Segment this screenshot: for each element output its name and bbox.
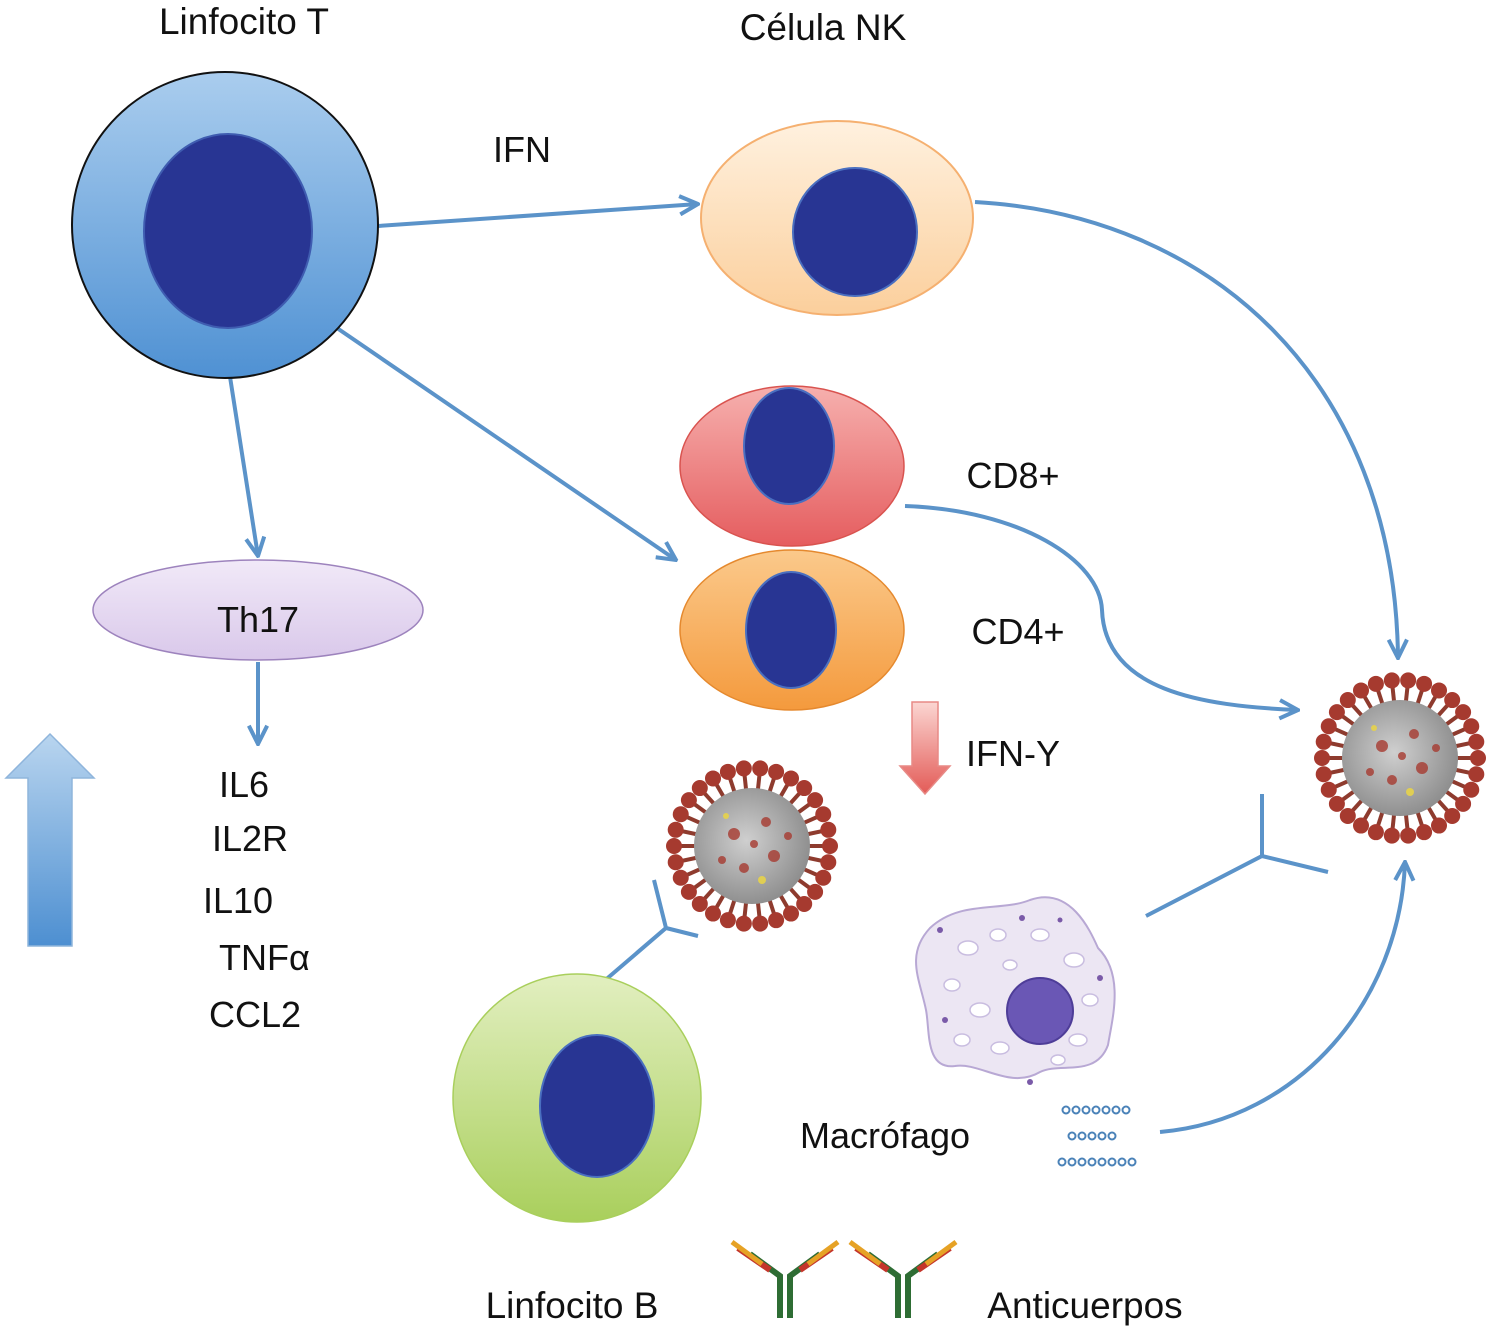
antibody-dot — [1087, 1131, 1097, 1141]
macrophage-nucleus — [1006, 977, 1074, 1045]
cytokine-il10: IL10 — [203, 880, 273, 921]
cd4-cell-nucleus — [745, 571, 837, 689]
up-arrow-icon — [4, 732, 96, 947]
antibody-dot — [1117, 1157, 1127, 1167]
antibody-dot — [1077, 1131, 1087, 1141]
label-cd8: CD8+ — [966, 455, 1059, 496]
label-cd4: CD4+ — [971, 611, 1064, 652]
label-celula-nk: Célula NK — [740, 7, 907, 48]
cd8-cell-nucleus — [743, 387, 835, 505]
b-lymphocyte-nucleus — [539, 1034, 655, 1178]
label-ifn-y: IFN-Y — [966, 733, 1060, 774]
antibody-dot — [1121, 1105, 1131, 1115]
antibody-dot — [1057, 1157, 1067, 1167]
antibody-dot — [1067, 1131, 1077, 1141]
arrow-t-to-th17 — [226, 363, 258, 556]
cytokine-il2r: IL2R — [212, 818, 288, 859]
virus-icon — [1312, 670, 1488, 846]
antibody-dot — [1101, 1105, 1111, 1115]
antibody-dot — [1091, 1105, 1101, 1115]
cytokine-tnfa: TNFα — [219, 937, 310, 978]
antibody-dot — [1107, 1131, 1117, 1141]
antibody-dot — [1081, 1105, 1091, 1115]
arrow-t-to-cd-cells — [332, 324, 676, 560]
nk-cell-nucleus — [792, 167, 918, 297]
antibody-dot — [1071, 1105, 1081, 1115]
th17-cell — [92, 559, 424, 661]
antibody-dot — [1097, 1157, 1107, 1167]
b-lymphocyte-cell — [452, 973, 702, 1223]
label-macrofago: Macrófago — [800, 1115, 970, 1156]
antibody-dot — [1111, 1105, 1121, 1115]
antibody-dot — [1067, 1157, 1077, 1167]
arrow-t-to-nk — [377, 204, 698, 228]
virus-icon — [664, 758, 840, 934]
antibody-icon — [850, 1242, 956, 1318]
macrophage-icon — [915, 896, 1116, 1085]
cd4-cell — [679, 549, 905, 711]
connection-arrows — [226, 200, 1405, 1134]
cytokine-ccl2: CCL2 — [209, 994, 301, 1035]
antibody-dot — [1077, 1157, 1087, 1167]
label-ifn: IFN — [493, 129, 551, 170]
antibody-dot — [1107, 1157, 1117, 1167]
t-lymphocyte-cell — [71, 71, 379, 379]
label-anticuerpos: Anticuerpos — [987, 1285, 1182, 1326]
antibody-icon — [732, 1242, 838, 1318]
label-th17: Th17 — [217, 599, 299, 640]
receptor-b-cell-virus — [594, 879, 699, 990]
label-linfocito-b: Linfocito B — [486, 1285, 659, 1326]
arrow-nk-to-virus — [974, 200, 1398, 658]
t-lymphocyte-nucleus — [143, 133, 313, 329]
cytokine-il6: IL6 — [219, 764, 269, 805]
down-arrow-icon — [898, 701, 952, 796]
nk-cell — [700, 120, 974, 316]
arrow-cd8-to-virus — [904, 504, 1298, 710]
cytokine-list: IL6 IL2R IL10 TNFα CCL2 — [203, 764, 310, 1035]
receptor-macrophage-virus — [1145, 794, 1329, 918]
antibody-dot — [1097, 1131, 1107, 1141]
cd8-cell — [679, 385, 905, 547]
antibody-dot — [1061, 1105, 1071, 1115]
label-linfocito-t: Linfocito T — [159, 1, 329, 42]
antibody-dot — [1127, 1157, 1137, 1167]
antibody-particles — [1057, 1105, 1137, 1167]
antibody-dot — [1087, 1157, 1097, 1167]
arrow-antibodies-to-virus — [1159, 862, 1405, 1134]
